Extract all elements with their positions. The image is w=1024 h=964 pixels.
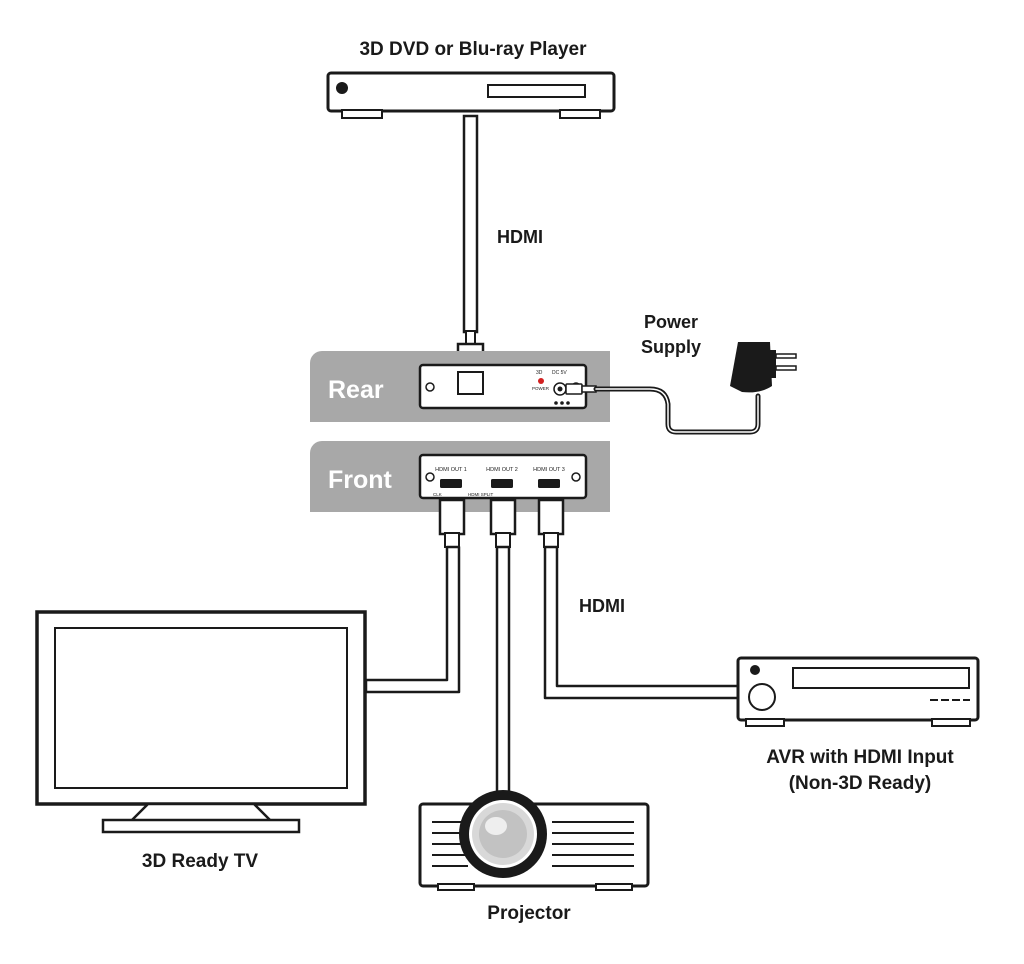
3d-led-icon (538, 378, 544, 384)
hdmi-input-label: HDMI (497, 227, 543, 247)
avr-display (792, 667, 970, 689)
front-sub-label-2: HDMI SPLIT (468, 492, 494, 497)
avr-label-line2: (Non-3D Ready) (789, 773, 932, 794)
power-label-line2: Supply (641, 337, 701, 357)
power-supply (565, 342, 797, 435)
front-port-1-label: HDMI OUT 1 (435, 467, 467, 473)
projector-label: Projector (487, 903, 571, 924)
bluray-player (326, 71, 616, 119)
front-sub-label-1: CLK (433, 492, 442, 497)
tv (35, 610, 367, 834)
disc-tray (487, 84, 586, 98)
hdmi-out-1-port (440, 479, 462, 488)
front-label: Front (328, 466, 393, 494)
splitter-rear-panel (310, 351, 610, 422)
hdmi-out-2-port (491, 479, 513, 488)
power-button-icon (336, 82, 348, 94)
power-label-line1: Power (644, 312, 698, 332)
screw-icon (425, 382, 435, 392)
hdmi-output-label: HDMI (579, 596, 625, 616)
hdmi-output-cable-3 (537, 498, 742, 700)
tv-label: 3D Ready TV (142, 851, 258, 872)
screw-icon (425, 472, 435, 482)
projector (418, 790, 650, 891)
rear-3d-label: 3D (536, 370, 543, 376)
power-button-icon (750, 665, 760, 675)
splitter-front-panel (310, 441, 610, 512)
rear-power-label: POWER (532, 386, 550, 391)
avr-label-line1: AVR with HDMI Input (766, 747, 954, 768)
rear-dc-label: DC 5V (552, 370, 567, 376)
hdmi-in-port (457, 371, 484, 395)
hdmi-output-cable-1 (364, 498, 466, 694)
volume-knob-icon (748, 683, 776, 711)
rear-label: Rear (328, 376, 384, 404)
hdmi-output-cable-2 (489, 498, 517, 797)
hdmi-out-3-port (538, 479, 560, 488)
front-port-2-label: HDMI OUT 2 (486, 467, 518, 473)
avr (736, 656, 980, 727)
front-port-3-label: HDMI OUT 3 (533, 467, 565, 473)
source-label: 3D DVD or Blu-ray Player (359, 39, 587, 60)
power-adapter-icon (730, 342, 772, 393)
screw-icon (571, 472, 581, 482)
